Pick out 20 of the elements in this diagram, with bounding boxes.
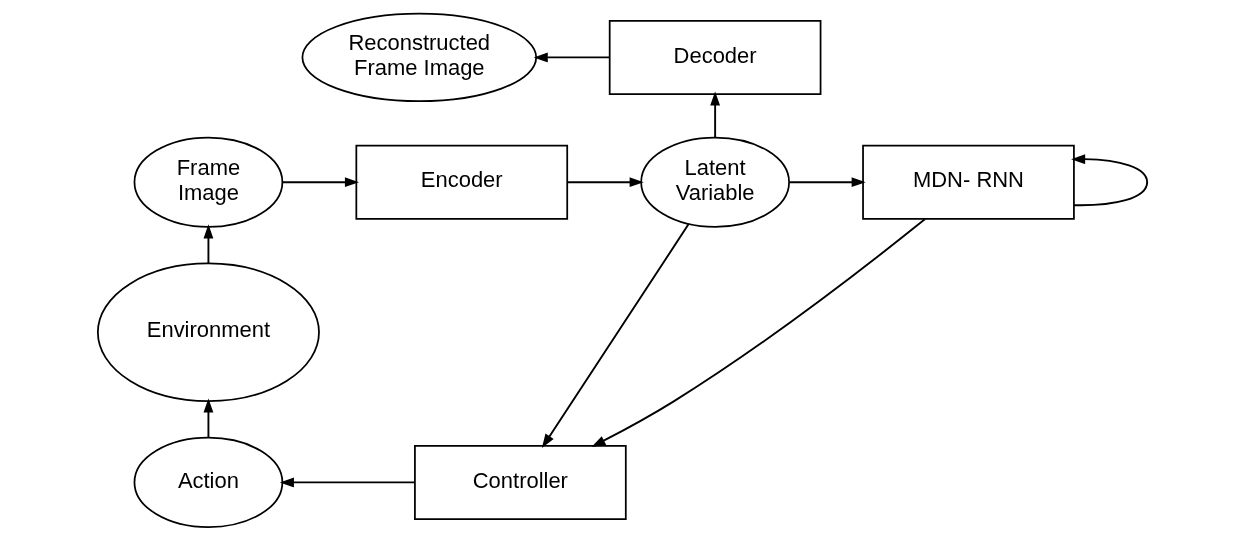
node-box: MDN- RNN	[862, 144, 1075, 220]
node-ellipse: Environment	[97, 262, 320, 402]
node-ellipse: Latent Variable	[640, 136, 790, 228]
node-box: Decoder	[608, 19, 822, 95]
node-box: Encoder	[355, 144, 569, 220]
arrow	[203, 224, 214, 265]
arrow	[1071, 154, 1149, 207]
arrow	[533, 52, 611, 63]
arrow	[710, 91, 721, 139]
arrow	[788, 177, 866, 188]
arrow	[203, 398, 214, 439]
node-ellipse: Frame Image	[133, 136, 284, 228]
node-box: Controller	[414, 444, 627, 520]
arrow	[281, 177, 359, 188]
arrow	[566, 177, 644, 188]
arrow	[541, 223, 690, 449]
node-ellipse: Reconstructed Frame Image	[301, 12, 538, 103]
node-ellipse: Action	[133, 436, 284, 528]
arrow	[591, 218, 927, 447]
arrow	[279, 477, 416, 488]
